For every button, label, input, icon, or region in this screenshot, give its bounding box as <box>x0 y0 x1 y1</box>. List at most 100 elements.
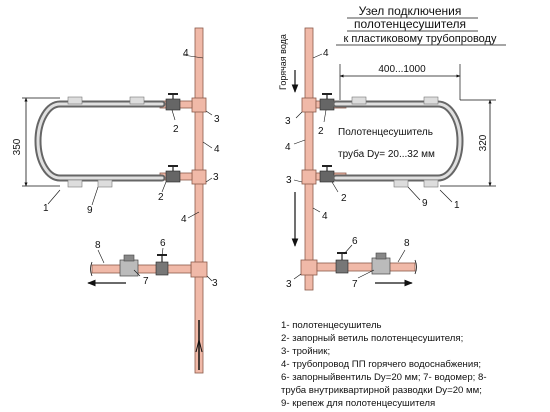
left-diagram: 350 4 2 3 4 <box>12 27 220 374</box>
left-callout-2a: 2 <box>173 124 179 135</box>
left-mount-1 <box>67 96 83 105</box>
right-callout-2b: 2 <box>341 193 347 204</box>
right-callout-4b: 4 <box>285 142 291 153</box>
title-line-3: к пластиковому трубопроводу <box>344 33 497 45</box>
right-riser-pipe <box>304 27 314 291</box>
left-towel-rail-inner <box>36 102 164 180</box>
right-leader-3b <box>293 179 303 183</box>
right-bottom-tee <box>301 169 317 185</box>
left-callout-3c: 3 <box>212 278 218 289</box>
legend-line-5: 6- запорныйвентиль Dy=20 мм; 7- водомер;… <box>281 372 487 383</box>
right-valve-top-icon <box>319 93 335 111</box>
right-mount-1 <box>351 96 367 105</box>
right-mount-3 <box>393 179 409 188</box>
right-leader-1 <box>439 189 453 203</box>
right-water-meter-icon <box>371 252 391 275</box>
left-riser-pipe <box>194 27 204 374</box>
left-leader-2a <box>171 109 176 121</box>
right-callout-4c: 4 <box>322 211 328 222</box>
right-lower-break <box>414 259 417 275</box>
legend-line-4: 4- трубопровод ПП горячего водоснабжения… <box>281 359 481 370</box>
right-dim-width: 400...1000 <box>378 64 426 75</box>
title-block: Узел подключения полотенцесушителя к пла… <box>336 4 506 46</box>
left-mount-3 <box>67 179 83 188</box>
right-lower-branch <box>316 262 416 272</box>
left-callout-4c: 4 <box>181 214 187 225</box>
right-mount-4 <box>423 179 439 188</box>
left-callout-4a: 4 <box>183 48 189 59</box>
right-lower-tee <box>300 259 318 276</box>
right-leader-4a <box>312 53 323 59</box>
legend-line-3: 3- тройник; <box>281 346 330 357</box>
right-leader-4c <box>312 207 321 213</box>
right-mount-2 <box>423 96 439 105</box>
left-callout-2b: 2 <box>158 192 164 203</box>
left-leader-4a <box>182 54 204 59</box>
right-leader-3a <box>295 111 303 119</box>
right-leader-4b <box>293 139 306 145</box>
title-line-2: полотенцесушителя <box>354 17 466 31</box>
right-callout-3c: 3 <box>286 279 292 290</box>
right-leader-2b <box>331 181 339 193</box>
left-callout-8: 8 <box>95 240 101 251</box>
right-callout-9: 9 <box>422 198 428 209</box>
left-callout-1: 1 <box>43 203 49 214</box>
left-leader-2b <box>161 181 167 193</box>
legend-line-7: 9- крепеж для полотенцесушителя <box>281 398 435 409</box>
left-callout-4b: 4 <box>214 144 220 155</box>
left-mount-4 <box>97 179 113 188</box>
right-shutoff-valve-icon <box>335 252 349 274</box>
right-leader-3c <box>293 273 302 280</box>
right-callout-3b: 3 <box>286 175 292 186</box>
right-leader-9 <box>407 186 421 201</box>
right-dim-height: 320 <box>478 134 489 151</box>
right-towel-rail-inner <box>334 102 462 180</box>
right-valve-bottom-icon <box>319 165 335 183</box>
left-leader-9 <box>91 186 99 206</box>
left-dim-height: 350 <box>12 138 23 155</box>
title-line-1: Узел подключения <box>359 4 462 18</box>
left-leader-7 <box>133 269 141 277</box>
left-callout-9: 9 <box>87 205 93 216</box>
left-leader-3c <box>206 275 213 282</box>
right-towel-label: Полотенцесушитель <box>338 127 433 138</box>
right-callout-4a: 4 <box>323 48 329 59</box>
left-top-tee <box>191 97 207 113</box>
left-callout-7: 7 <box>143 276 149 287</box>
legend-line-6: труба внутриквартирной разводки Dy=20 мм… <box>281 385 482 396</box>
right-callout-7: 7 <box>352 279 358 290</box>
left-bottom-tee <box>191 169 207 185</box>
left-callout-6: 6 <box>160 238 166 249</box>
left-valve-bottom-icon <box>165 165 181 183</box>
left-leader-3b <box>205 177 213 183</box>
right-flow-label: Горячая вода <box>278 34 288 90</box>
right-callout-8: 8 <box>404 238 410 249</box>
left-leader-8 <box>97 249 105 264</box>
left-callout-3b: 3 <box>213 172 219 183</box>
left-lower-tee <box>190 261 208 278</box>
left-stem-arrow-icon <box>195 339 203 353</box>
left-callout-3a: 3 <box>214 114 220 125</box>
left-shutoff-valve-icon <box>155 254 169 276</box>
right-top-tee <box>301 97 317 113</box>
left-leader-4b <box>202 141 213 149</box>
right-towel-rail-outer <box>332 100 464 182</box>
right-leader-7 <box>357 269 375 279</box>
left-water-meter-icon <box>119 254 139 277</box>
left-mount-2 <box>129 96 145 105</box>
right-callout-1: 1 <box>454 200 460 211</box>
right-callout-6: 6 <box>352 236 358 247</box>
left-lower-branch <box>91 264 192 274</box>
right-leader-2a <box>323 109 327 123</box>
left-leader-4c <box>187 211 200 219</box>
right-diagram: Горячая вода Полотенцесушитель труба Dy=… <box>278 27 496 291</box>
left-leader-1 <box>47 189 61 205</box>
left-leader-6 <box>161 247 164 257</box>
left-leader-3a <box>205 110 213 116</box>
right-callout-2a: 2 <box>318 126 324 137</box>
right-callout-3a: 3 <box>285 116 291 127</box>
legend-line-1: 1- полотенцесушитель <box>281 320 382 331</box>
right-pipe-label: труба Dy= 20...32 мм <box>338 148 435 160</box>
